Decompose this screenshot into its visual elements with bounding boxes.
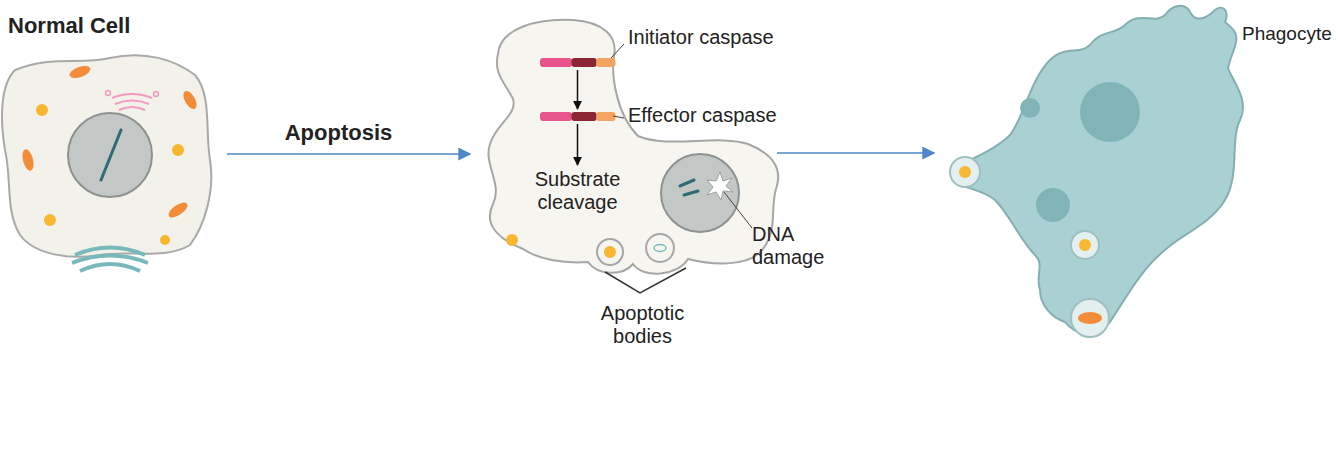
part-label: DNA damage — [752, 223, 832, 269]
caspase-domain — [540, 112, 572, 121]
cell-title: Phagocyte — [1242, 22, 1332, 45]
process-arrow — [227, 153, 470, 155]
apoptotic-cell-outline — [478, 14, 783, 292]
apoptotic-cell: Apoptotic bodiesInitiator caspaseEffecto… — [478, 14, 783, 292]
cell-outline — [488, 20, 778, 274]
cell-outline — [952, 6, 1243, 334]
normal-cell-outline — [0, 50, 215, 258]
damaged-nucleus: DNA damage — [660, 153, 740, 233]
caspase-domain — [596, 58, 615, 67]
phagocyte-cell: Phagocyte — [940, 0, 1270, 340]
part-label: Initiator caspase — [628, 26, 774, 49]
er-membrane — [80, 264, 140, 271]
edge-label: Apoptosis — [285, 120, 393, 146]
damaged-nucleus-outline — [660, 153, 740, 233]
normal-cell: Normal Cell — [0, 50, 215, 258]
effector-caspase-bar-outline — [540, 112, 615, 121]
nucleus-outline — [661, 154, 739, 232]
caspase-domain — [540, 58, 572, 67]
caspase-domain — [572, 112, 597, 121]
initiator-caspase-bar: Initiator caspase — [540, 58, 615, 67]
effector-caspase-bar: Effector caspase — [540, 112, 615, 121]
phagocyte-cell-outline — [940, 0, 1270, 340]
cell-title: Normal Cell — [8, 14, 130, 37]
caspase-domain — [572, 58, 597, 67]
initiator-caspase-bar-outline — [540, 58, 615, 67]
caspase-domain — [596, 112, 615, 121]
part-label: Effector caspase — [628, 104, 777, 127]
step-label: Substrate cleavage — [525, 168, 630, 214]
cell-outline — [2, 55, 211, 257]
part-label: Apoptotic bodies — [590, 302, 695, 348]
process-arrow — [777, 152, 934, 154]
process-step: Substrate cleavage — [525, 168, 630, 214]
